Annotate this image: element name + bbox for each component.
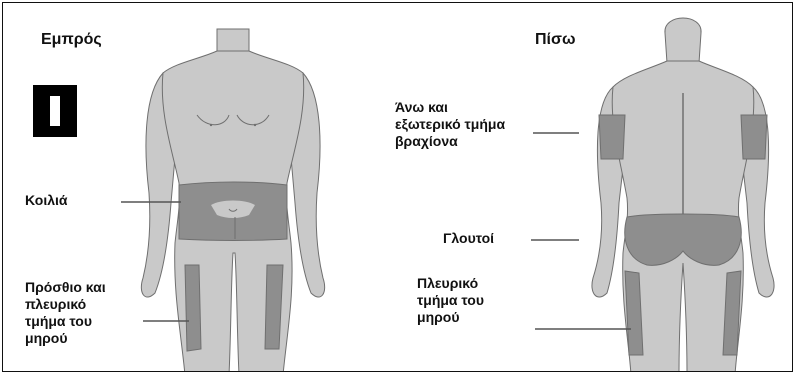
back-view-heading: Πίσω — [535, 31, 575, 48]
back-right-upperarm-zone — [741, 115, 767, 159]
upper-arm-label-line: βραχίονα — [395, 133, 505, 150]
side-thigh-label: Πλευρικό τμήμα του μηρού — [417, 275, 484, 326]
front-left-thigh-zone — [185, 265, 201, 351]
front-thigh-label: Πρόσθιο και πλευρικό τμήμα του μηρού — [25, 279, 106, 347]
upper-arm-label-line: εξωτερικό τμήμα — [395, 116, 505, 133]
buttocks-label: Γλουτοί — [443, 230, 494, 247]
roman-numeral-one-icon — [33, 85, 77, 137]
abdomen-label: Κοιλιά — [25, 192, 68, 209]
upper-arm-label: Άνω και εξωτερικό τμήμα βραχίονα — [395, 99, 505, 150]
front-thigh-label-line: τμήμα του — [25, 313, 106, 330]
body-figures — [3, 3, 793, 372]
back-left-upperarm-zone — [599, 115, 625, 159]
front-thigh-label-line: μηρού — [25, 330, 106, 347]
side-thigh-label-line: μηρού — [417, 309, 484, 326]
side-thigh-label-line: Πλευρικό — [417, 275, 484, 292]
front-thigh-label-line: Πρόσθιο και — [25, 279, 106, 296]
side-thigh-label-line: τμήμα του — [417, 292, 484, 309]
upper-arm-label-line: Άνω και — [395, 99, 505, 116]
roman-numeral-bar — [50, 96, 60, 126]
front-view-heading: Εμπρός — [41, 31, 102, 48]
back-head — [665, 18, 701, 63]
front-thigh-label-line: πλευρικό — [25, 296, 106, 313]
back-body-figure — [592, 18, 774, 372]
